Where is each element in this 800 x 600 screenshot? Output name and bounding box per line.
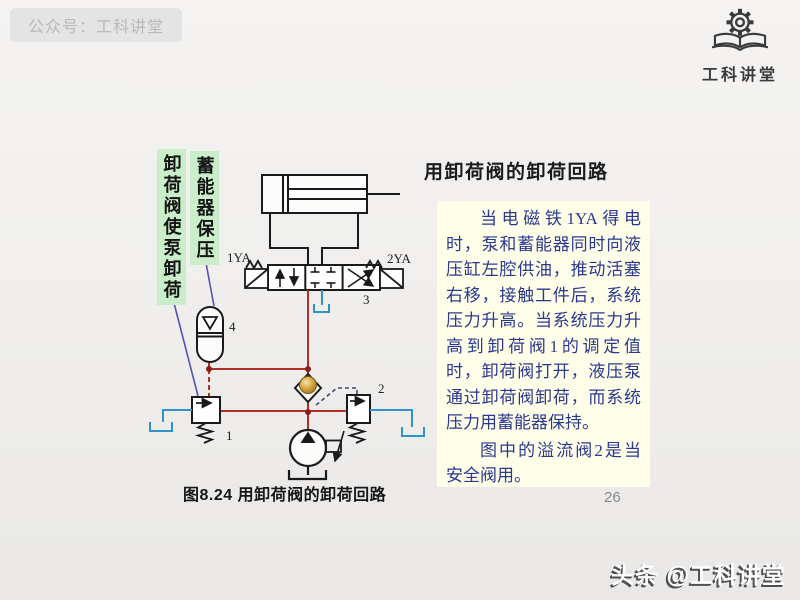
solenoid-left-label: 1YA <box>227 250 251 265</box>
pressure-lines <box>208 290 347 430</box>
unloading-valve-tank <box>149 409 192 432</box>
relief-valve <box>346 394 371 444</box>
section-title: 用卸荷阀的卸荷回路 <box>424 162 609 183</box>
figure-caption: 图8.24 用卸荷阀的卸荷回路 <box>183 487 387 504</box>
relief-valve-tank <box>370 409 425 437</box>
directional-valve <box>267 264 381 291</box>
callout-lines <box>173 262 215 397</box>
valve-tank-symbol <box>313 290 330 313</box>
accumulator-label: 4 <box>229 319 236 334</box>
directional-valve-label: 3 <box>363 292 370 307</box>
gear-book-icon <box>711 8 769 52</box>
callout-accumulator: 蓄能器保压 <box>190 151 219 265</box>
explanation-panel: 当电磁铁1YA得电时，泵和蓄能器同时向液压缸左腔供油，推动活塞右移，接触工件后，… <box>437 201 650 487</box>
page-number: 26 <box>604 489 621 506</box>
explanation-paragraph-2: 图中的溢流阀2是当安全阀用。 <box>446 440 641 486</box>
relief-valve-pilot-line <box>315 387 358 406</box>
junction-dots <box>206 366 311 415</box>
accumulator <box>196 306 224 363</box>
logo: 工科讲堂 <box>690 4 790 85</box>
solenoid-left <box>244 259 269 289</box>
hydraulic-cylinder <box>261 174 400 265</box>
unloading-valve-label: 1 <box>226 428 233 443</box>
relief-valve-label: 2 <box>378 381 385 396</box>
solenoid-right <box>365 259 404 289</box>
explanation-paragraph-1: 当电磁铁1YA得电时，泵和蓄能器同时向液压缸左腔供油，推动活塞右移，接触工件后，… <box>446 209 641 432</box>
check-valve <box>293 372 323 404</box>
toutiao-watermark: 头条 @工科讲堂 <box>611 562 786 588</box>
hydraulic-pump <box>287 428 345 481</box>
solenoid-right-label: 2YA <box>387 251 411 266</box>
callout-unloading-valve: 卸荷阀使泵卸荷 <box>157 149 186 305</box>
logo-text: 工科讲堂 <box>701 67 778 84</box>
unloading-valve <box>191 396 221 444</box>
wechat-account-badge: 公众号：工科讲堂 <box>10 8 183 42</box>
